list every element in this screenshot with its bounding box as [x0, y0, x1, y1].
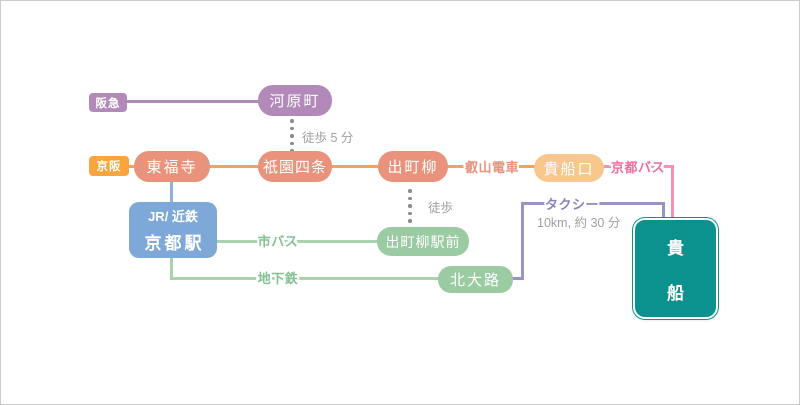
- hankyu-line-tag: 阪急: [89, 93, 127, 112]
- station-kyoto-label: 京都駅: [144, 234, 205, 253]
- walk-note: 徒歩: [428, 201, 454, 215]
- destination-kibune-char1: 貴: [667, 238, 684, 258]
- station-demachiyanagi-ekimae-label: 出町柳駅前: [385, 233, 461, 250]
- tofukuji-kyoto-connector: [170, 182, 173, 202]
- walk-dotted-connector-2: [408, 189, 412, 230]
- station-kyoto: JR/ 近鉄 京都駅: [129, 202, 217, 258]
- taxi-line-seg4: [662, 202, 665, 219]
- station-kibuneguchi: 貴船口: [534, 154, 604, 182]
- kyoto-bus-line-vertical: [671, 165, 674, 219]
- destination-kibune-char2: 船: [667, 283, 684, 303]
- city-bus-label: 市バス: [257, 234, 299, 249]
- station-kitaoji: 北大路: [438, 266, 513, 293]
- subway-label: 地下鉄: [257, 271, 299, 286]
- eizan-railway-label: 叡山電車: [464, 160, 519, 175]
- destination-kibune: 貴 船: [633, 218, 718, 319]
- hankyu-line-label: 阪急: [95, 97, 121, 110]
- taxi-label: タクシー: [544, 196, 599, 212]
- station-tofukuji-label: 東福寺: [146, 159, 198, 176]
- station-demachiyanagi-label: 出町柳: [387, 159, 439, 176]
- keihan-line-tag: 京阪: [89, 156, 129, 176]
- station-kitaoji-label: 北大路: [449, 272, 501, 289]
- subway-line-vertical: [170, 258, 173, 279]
- walk-5min-note: 徒歩 5 分: [302, 131, 354, 145]
- station-gion-shijo-label: 祇園四条: [262, 159, 327, 176]
- kyoto-bus-line-horizontal: [577, 165, 673, 168]
- station-kyoto-operator-label: JR/ 近鉄: [148, 209, 198, 224]
- taxi-line-seg2: [521, 202, 524, 280]
- station-gion-shijo: 祇園四条: [258, 151, 332, 182]
- subway-line-horizontal: [170, 277, 439, 280]
- station-tofukuji: 東福寺: [134, 151, 210, 182]
- station-kawaramachi: 河原町: [258, 85, 332, 116]
- kyoto-bus-label: 京都バス: [610, 160, 665, 175]
- station-demachiyanagi: 出町柳: [378, 151, 448, 182]
- city-bus-line: [217, 240, 378, 243]
- keihan-line-label: 京阪: [96, 161, 122, 173]
- taxi-distance-note: 10km, 約 30 分: [537, 216, 621, 230]
- taxi-line-seg1: [512, 277, 523, 280]
- taxi-line-seg3: [521, 202, 665, 205]
- keihan-eizan-line: [127, 165, 577, 168]
- station-demachiyanagi-ekimae: 出町柳駅前: [377, 227, 469, 256]
- station-kibuneguchi-label: 貴船口: [543, 160, 595, 178]
- hankyu-line: [125, 100, 259, 103]
- station-kawaramachi-label: 河原町: [269, 93, 321, 110]
- walk-dotted-connector-1: [290, 119, 294, 153]
